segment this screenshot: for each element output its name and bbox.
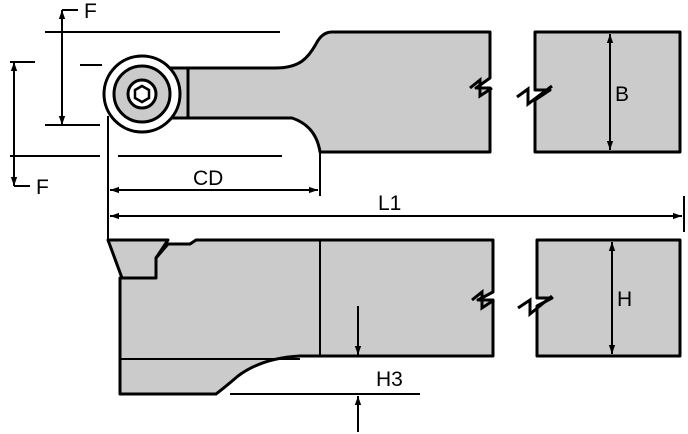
break-line <box>469 76 493 99</box>
top-view: B F F CD <box>10 0 682 199</box>
side-view: H H3 <box>106 238 682 432</box>
top-shank-right <box>533 30 682 154</box>
h-label: H <box>617 288 632 311</box>
l1-label: L1 <box>378 192 401 215</box>
f-label-bottom: F <box>36 176 49 199</box>
l1-dimension: L1 <box>107 192 685 240</box>
b-label: B <box>615 83 629 106</box>
f-label-top: F <box>84 0 97 23</box>
break-line <box>516 84 553 107</box>
hex-socket-icon <box>133 84 151 104</box>
side-shank-right <box>535 238 682 358</box>
cd-label: CD <box>193 167 223 190</box>
top-shank-left <box>186 30 492 154</box>
break-line <box>517 294 553 318</box>
side-shank-left <box>118 238 495 396</box>
h3-label: H3 <box>376 368 403 391</box>
break-line <box>471 288 495 311</box>
